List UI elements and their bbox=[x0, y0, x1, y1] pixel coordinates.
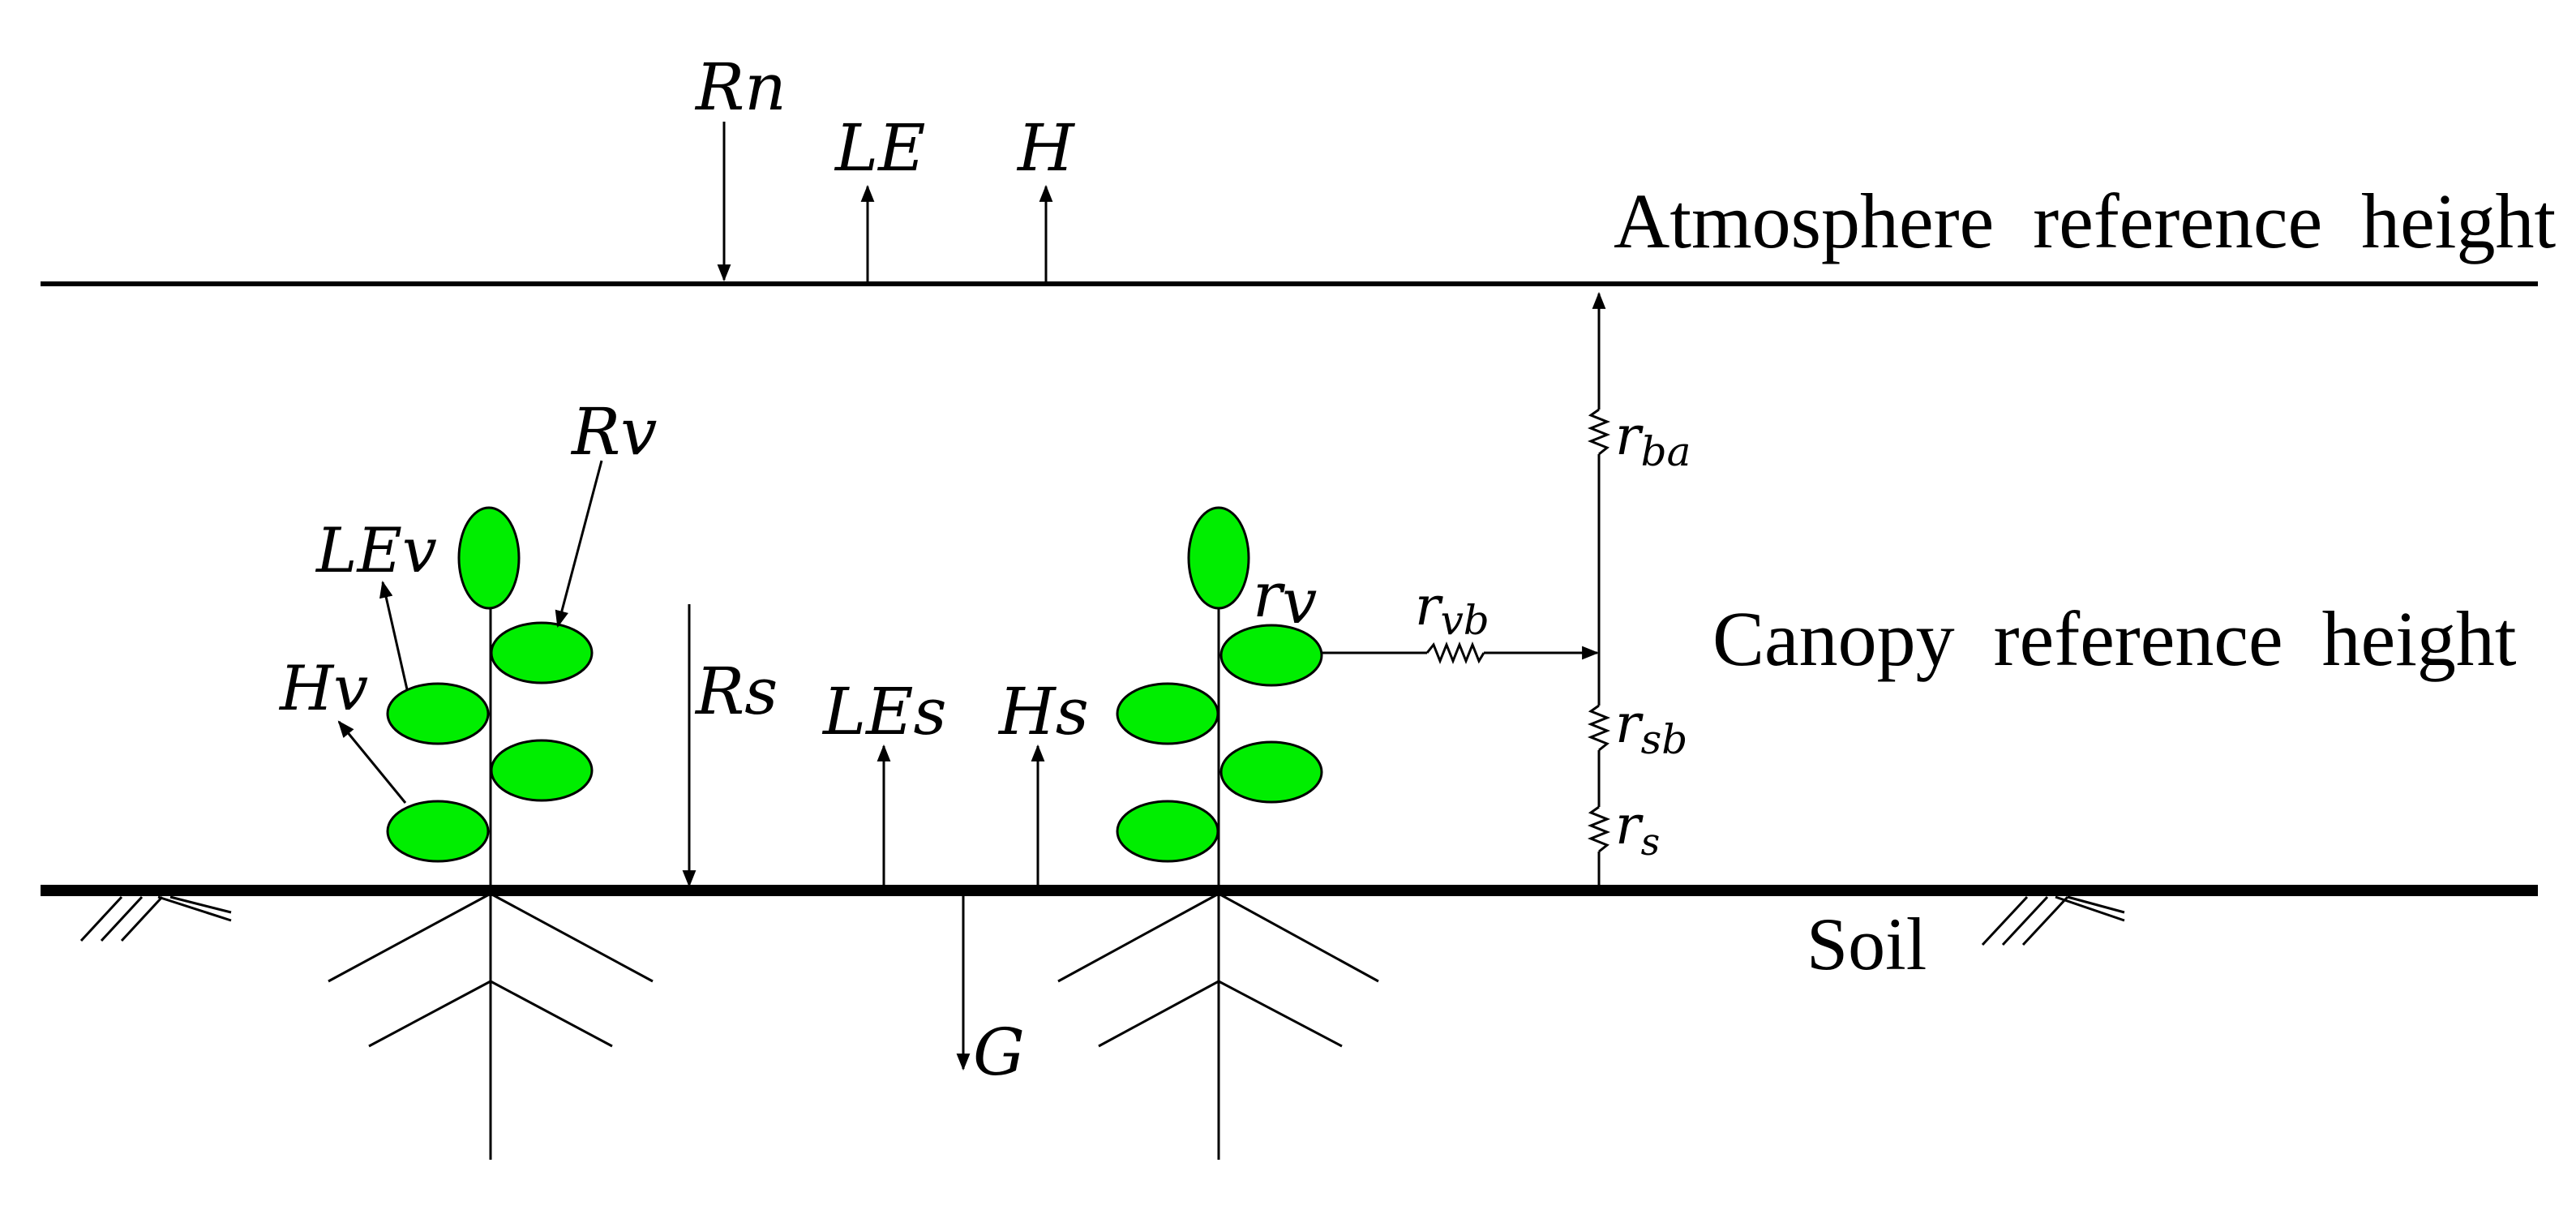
rba-label: rba bbox=[1615, 405, 1691, 475]
left-plant-top-leaf bbox=[457, 506, 521, 610]
le-label: LE bbox=[834, 110, 926, 186]
left-plant bbox=[328, 506, 654, 1160]
left-plant-leaf bbox=[386, 800, 490, 863]
canopy-reference-label: Canopy reference height bbox=[1712, 595, 2517, 682]
soil-hatch-right bbox=[1981, 895, 2125, 946]
atmosphere-reference-label: Atmosphere reference height bbox=[1614, 178, 2556, 264]
left-plant-leaf bbox=[490, 621, 594, 684]
resistor-rsb bbox=[1587, 704, 1611, 752]
right-plant-leaf bbox=[1219, 624, 1323, 687]
right-plant-leaf bbox=[1116, 682, 1219, 745]
rs-resistance-label: rs bbox=[1615, 794, 1660, 864]
right-plant-leaf bbox=[1219, 740, 1323, 804]
lev-arrow bbox=[379, 580, 409, 690]
rv-flux-label: Rv bbox=[570, 394, 657, 470]
rvb-label: rvb bbox=[1415, 575, 1489, 644]
hv-arrow bbox=[337, 720, 407, 804]
rsb-label: rsb bbox=[1615, 693, 1687, 763]
rs-flux-label: Rs bbox=[694, 654, 778, 729]
rn-label: Rn bbox=[694, 49, 787, 125]
h-label: H bbox=[1016, 110, 1076, 186]
hv-label: Hv bbox=[278, 652, 368, 724]
rv-resistance-label: rv bbox=[1253, 559, 1317, 637]
right-plant bbox=[1057, 506, 1379, 1160]
right-plant-top-leaf bbox=[1187, 506, 1250, 610]
g-label: G bbox=[973, 1015, 1025, 1090]
hs-label: Hs bbox=[997, 674, 1089, 749]
les-label: LEs bbox=[821, 674, 947, 749]
rv-flux-arrow bbox=[555, 460, 603, 629]
lev-label: LEv bbox=[315, 514, 437, 586]
left-plant-leaf bbox=[386, 682, 490, 745]
resistor-rvb bbox=[1425, 641, 1485, 665]
right-plant-leaf bbox=[1116, 800, 1219, 863]
soil-hatch-left bbox=[79, 895, 232, 942]
soil-label: Soil bbox=[1807, 903, 1927, 985]
left-plant-leaf bbox=[490, 739, 594, 802]
resistor-rs bbox=[1587, 805, 1611, 853]
resistor-rba bbox=[1587, 408, 1611, 456]
